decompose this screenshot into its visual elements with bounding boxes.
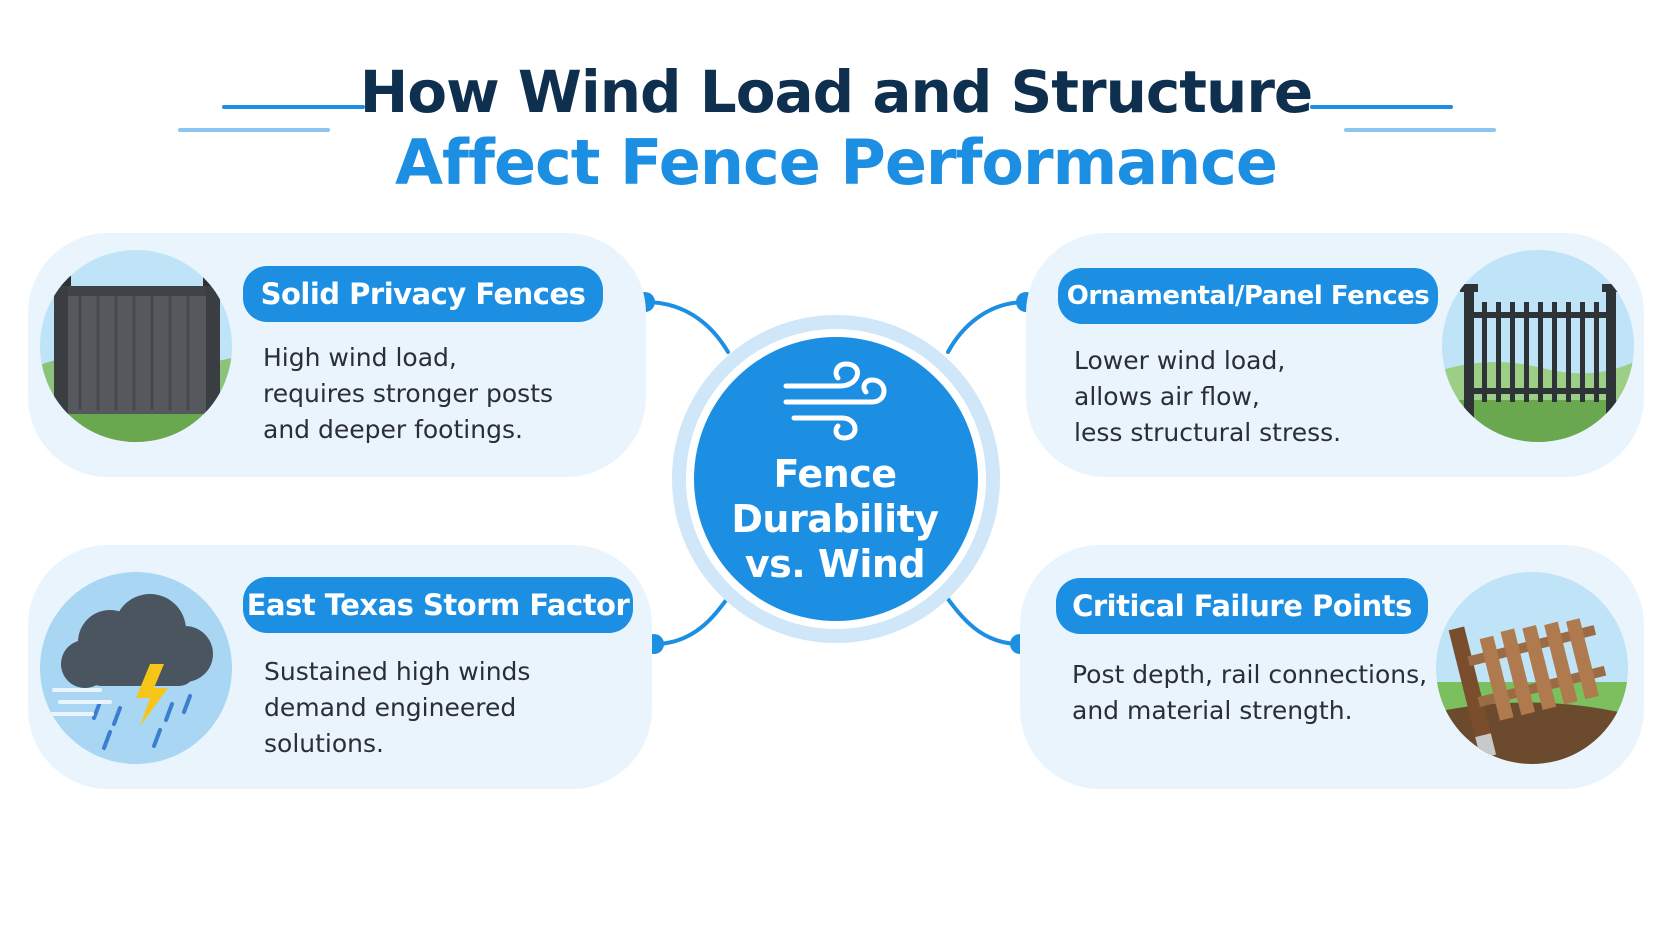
desc-line: demand engineered: [264, 693, 517, 722]
center-title-line-2: Durability: [731, 497, 939, 541]
card-desc-east-texas-storm-factor: Sustained high winds demand engineered s…: [264, 654, 530, 762]
leaning-fence-icon: [1436, 572, 1628, 764]
desc-line: High wind load,: [263, 343, 457, 372]
connector-top-right: [946, 300, 1028, 354]
privacy-fence-icon: [40, 250, 232, 442]
desc-line: solutions.: [264, 729, 384, 758]
card-desc-critical-failure-points: Post depth, rail connections, and materi…: [1072, 657, 1427, 729]
ornamental-fence-icon: [1442, 250, 1634, 442]
page-title-line-2: Affect Fence Performance: [395, 126, 1278, 199]
desc-line: requires stronger posts: [263, 379, 554, 408]
title-decor-line: [1344, 128, 1496, 132]
desc-line: and material strength.: [1072, 696, 1353, 725]
card-desc-solid-privacy-fences: High wind load, requires stronger posts …: [263, 340, 553, 448]
card-desc-ornamental-panel-fences: Lower wind load, allows air flow, less s…: [1074, 343, 1341, 451]
connector-top-left: [643, 300, 730, 354]
connector-bottom-left: [652, 593, 732, 646]
desc-line: allows air flow,: [1074, 382, 1260, 411]
title-decor-line: [222, 105, 365, 109]
desc-line: less structural stress.: [1074, 418, 1342, 447]
page-title-line-1: How Wind Load and Structure: [359, 58, 1314, 126]
title-decor-line: [178, 128, 330, 132]
title-decor-line: [1310, 105, 1453, 109]
center-title: Fence Durability vs. Wind: [665, 452, 1005, 587]
connector-bottom-right: [943, 593, 1022, 646]
card-title-ornamental-panel-fences: Ornamental/Panel Fences: [1058, 268, 1438, 324]
desc-line: Sustained high winds: [264, 657, 531, 686]
card-title-critical-failure-points: Critical Failure Points: [1056, 578, 1428, 634]
desc-line: Lower wind load,: [1074, 346, 1286, 375]
desc-line: and deeper footings.: [263, 415, 523, 444]
wind-icon: [783, 361, 887, 441]
card-title-east-texas-storm-factor: East Texas Storm Factor: [243, 577, 633, 633]
center-title-line-3: vs. Wind: [744, 542, 926, 586]
desc-line: Post depth, rail connections,: [1072, 660, 1428, 689]
storm-cloud-icon: [40, 572, 232, 764]
card-title-solid-privacy-fences: Solid Privacy Fences: [243, 266, 603, 322]
center-hub: [672, 315, 1000, 643]
center-title-line-1: Fence: [773, 452, 897, 496]
